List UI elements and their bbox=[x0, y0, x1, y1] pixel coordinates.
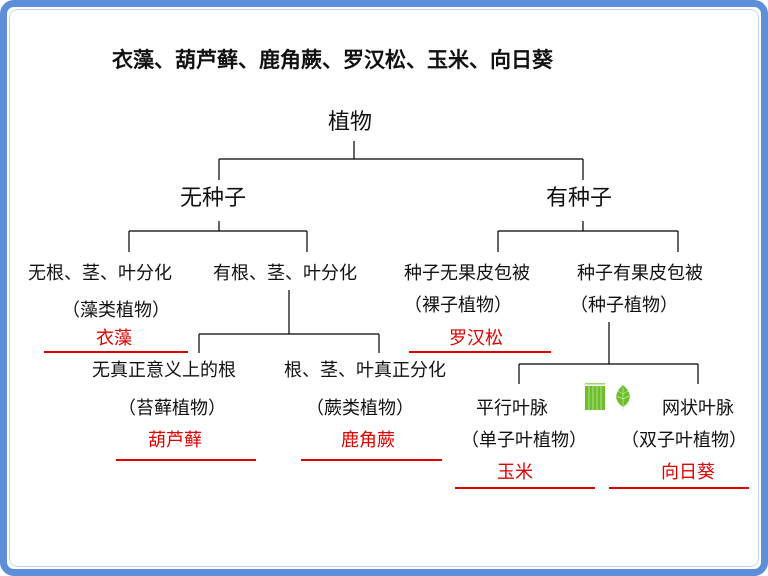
answer-gymnosperm: 罗汉松 bbox=[449, 328, 503, 349]
net-leaf-icon bbox=[616, 385, 630, 410]
group-algae: （藻类植物） bbox=[62, 300, 170, 321]
node-net-vein: 网状叶脉 bbox=[662, 398, 734, 419]
answer-dicot-underline bbox=[609, 487, 749, 489]
answer-dicot: 向日葵 bbox=[661, 462, 715, 483]
answer-fern: 鹿角蕨 bbox=[341, 430, 395, 451]
group-seed-plant: （种子植物） bbox=[570, 295, 678, 316]
group-fern: （蕨类植物） bbox=[306, 398, 414, 419]
node-parallel-vein: 平行叶脉 bbox=[476, 398, 548, 419]
answer-algae-underline bbox=[44, 351, 188, 353]
node-seed-no-peel: 种子无果皮包被 bbox=[404, 263, 530, 284]
answer-moss-underline bbox=[116, 459, 256, 461]
node-has-root-diff: 有根、茎、叶分化 bbox=[213, 263, 357, 284]
slide-frame-inner bbox=[9, 9, 759, 567]
node-has-seed: 有种子 bbox=[546, 186, 613, 211]
page-title: 衣藻、葫芦藓、鹿角蕨、罗汉松、玉米、向日葵 bbox=[112, 48, 553, 72]
group-gymnosperm: （裸子植物） bbox=[404, 295, 512, 316]
node-true-root: 根、茎、叶真正分化 bbox=[284, 360, 446, 381]
group-monocot: （单子叶植物） bbox=[461, 430, 587, 451]
group-moss: （苔藓植物） bbox=[118, 398, 226, 419]
answer-gymnosperm-underline bbox=[409, 351, 551, 353]
answer-algae: 衣藻 bbox=[96, 328, 132, 349]
answer-monocot: 玉米 bbox=[497, 462, 533, 483]
parallel-leaf-icon bbox=[582, 382, 608, 412]
answer-moss: 葫芦藓 bbox=[148, 430, 202, 451]
answer-fern-underline bbox=[301, 459, 442, 461]
node-seed-with-peel: 种子有果皮包被 bbox=[577, 263, 703, 284]
group-dicot: （双子叶植物） bbox=[621, 430, 747, 451]
node-no-root-diff: 无根、茎、叶分化 bbox=[28, 263, 172, 284]
node-no-true-root: 无真正意义上的根 bbox=[92, 360, 236, 381]
answer-monocot-underline bbox=[455, 487, 595, 489]
node-no-seed: 无种子 bbox=[180, 186, 247, 211]
node-root: 植物 bbox=[328, 110, 373, 135]
